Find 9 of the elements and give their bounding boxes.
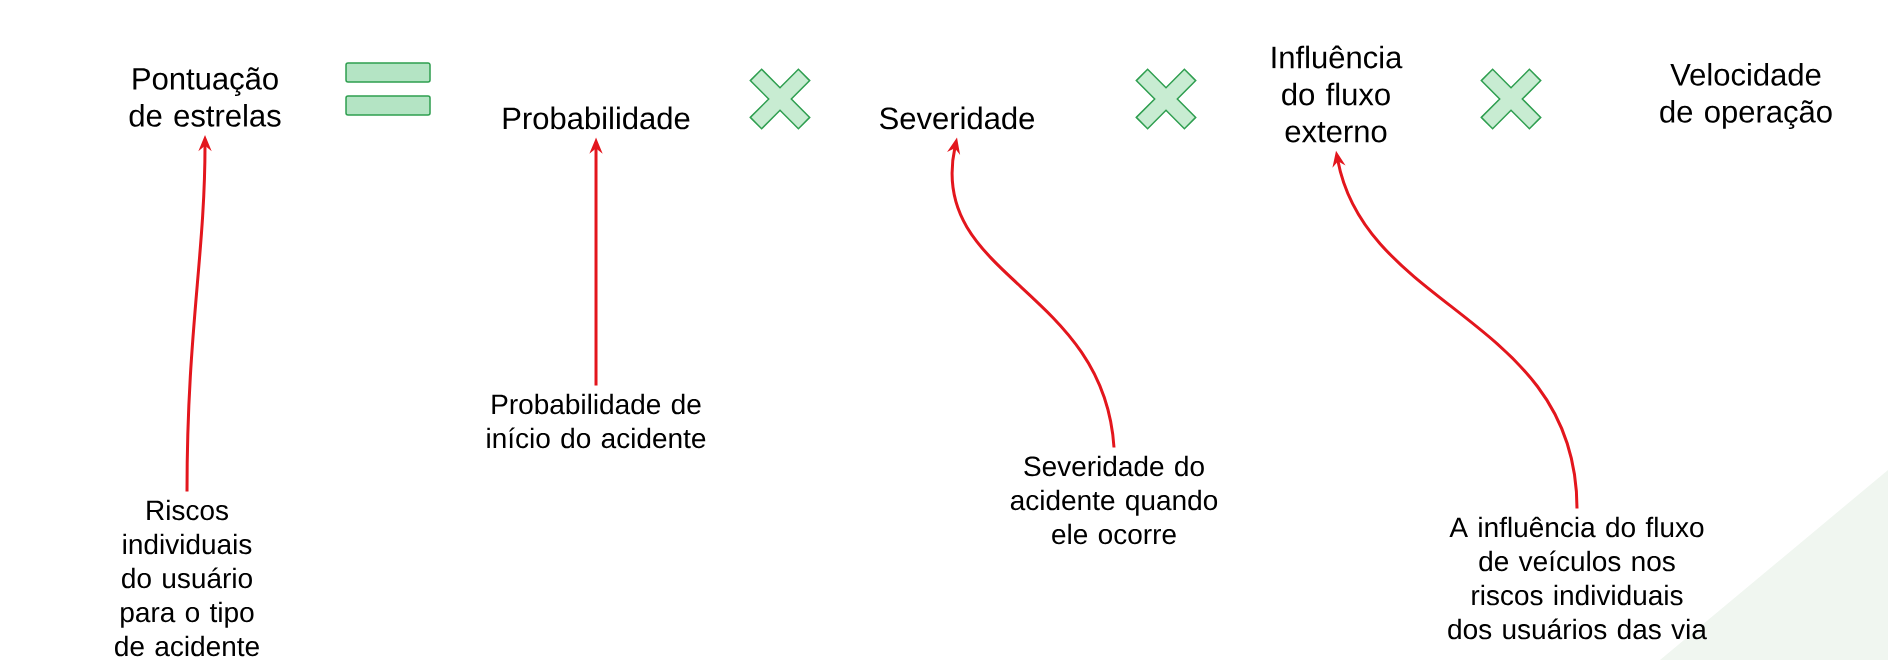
text-label: Velocidade de operação [1660, 62, 1832, 129]
text-label: Severidade do acidente quando ele ocorre [1010, 455, 1218, 545]
text-label: Probabilidade [503, 106, 690, 130]
text-label: A influência do fluxo de veículos nos riscos individuais dos usuários das via [1448, 516, 1707, 640]
text-label: Influência do fluxo externo [1272, 45, 1403, 143]
text-label: Riscos individuais do usuário para o tipo de acidente [115, 499, 259, 657]
text-label: Pontuação de estrelas [129, 67, 281, 127]
text-label: Probabilidade de início do acidente [487, 393, 706, 449]
text-label: Severidade [880, 106, 1035, 130]
